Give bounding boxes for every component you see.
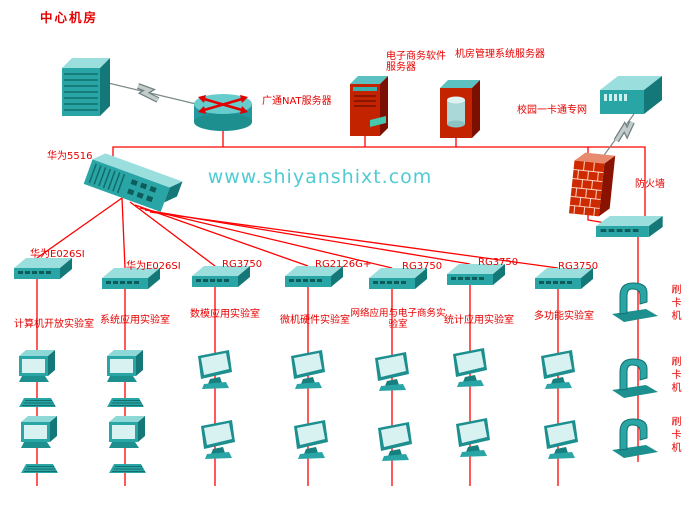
monitor-icon	[541, 350, 575, 389]
core-switch-icon	[83, 153, 183, 212]
label-card-reader: 刷卡机	[669, 356, 680, 395]
label-lab-room: 计算机开放实验室	[14, 319, 94, 330]
label-switch-model: RG2126G+	[315, 259, 372, 270]
keyboard-icon	[18, 397, 57, 408]
label-switch-model: RG3750	[222, 259, 263, 270]
monitor-icon	[198, 350, 232, 389]
monitor-icon	[456, 418, 490, 457]
firewall-icon	[568, 152, 616, 217]
label-ecommerce-server: 电子商务软件服务器	[386, 51, 446, 73]
workstation-icon	[19, 350, 55, 382]
label-lab-room: 微机硬件实验室	[280, 315, 350, 326]
workstation-icon	[21, 416, 57, 448]
card-reader-icon	[611, 282, 659, 323]
monitor-icon	[294, 420, 328, 459]
label-campus-card-net: 校园一卡通专网	[517, 105, 587, 116]
label-switch-model: RG3750	[478, 257, 519, 268]
card-reader-icon	[611, 358, 659, 399]
label-switch-model: 华为E026SI	[30, 249, 85, 260]
monitor-icon	[378, 422, 412, 461]
label-lab-room: 系统应用实验室	[100, 315, 170, 326]
ecommerce-server-icon	[350, 76, 388, 136]
lightning-bolt-icon	[616, 121, 632, 142]
monitor-icon	[453, 348, 487, 387]
label-card-reader: 刷卡机	[669, 284, 680, 323]
watermark: www.shiyanshixt.com	[207, 166, 433, 188]
label-lab-room: 统计应用实验室	[444, 315, 514, 326]
label-nat-server: 广通NAT服务器	[262, 96, 332, 107]
keyboard-icon	[108, 463, 147, 474]
server-rack-icon	[62, 58, 110, 116]
nat-router-icon	[194, 94, 252, 131]
keyboard-icon	[20, 463, 59, 474]
monitor-icon	[201, 420, 235, 459]
label-switch-model: 华为E026SI	[126, 261, 181, 272]
page-title: 中心机房	[40, 10, 99, 25]
uplink-switch-icon	[596, 216, 663, 237]
keyboard-icon	[106, 397, 145, 408]
label-lab-room: 网络应用与电子商务实验室	[350, 308, 446, 330]
monitor-icon	[544, 420, 578, 459]
card-reader-icon	[611, 418, 659, 459]
workstation-icon	[107, 350, 143, 382]
management-server-icon	[440, 80, 480, 138]
label-card-reader: 刷卡机	[669, 416, 680, 455]
label-core-switch: 华为5516	[47, 151, 93, 162]
label-mgmt-server: 机房管理系统服务器	[455, 49, 545, 60]
monitor-icon	[291, 350, 325, 389]
workstation-icon	[109, 416, 145, 448]
label-switch-model: RG3750	[402, 261, 443, 272]
label-lab-room: 多功能实验室	[534, 311, 594, 322]
campus-network-icon	[600, 76, 662, 114]
label-lab-room: 数模应用实验室	[190, 309, 260, 320]
monitor-icon	[375, 352, 409, 391]
label-switch-model: RG3750	[558, 261, 599, 272]
lab-switch-icon	[14, 258, 72, 279]
label-firewall: 防火墙	[635, 179, 665, 190]
lightning-bolt-icon	[138, 86, 158, 100]
